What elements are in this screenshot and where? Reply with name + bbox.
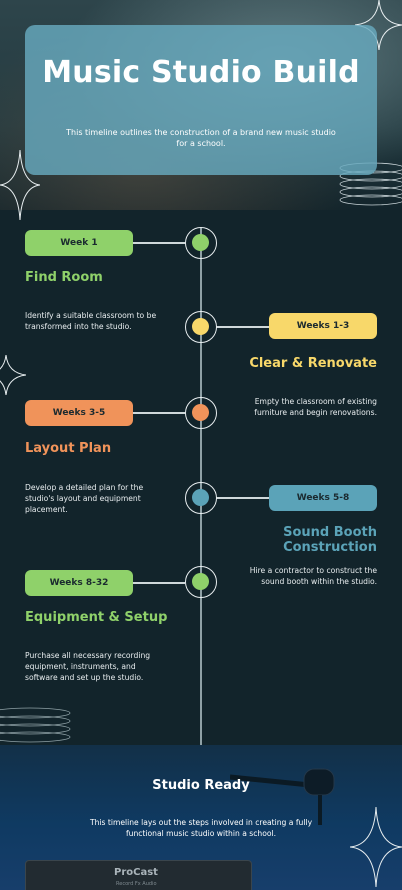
- page-title: Music Studio Build: [42, 55, 360, 90]
- timeline-dot: [185, 482, 217, 514]
- milestone-description: Develop a detailed plan for the studio's…: [25, 483, 144, 514]
- device-subtitle: Record Fx Audio: [116, 881, 157, 887]
- sparkle-icon: [0, 355, 26, 395]
- rings-decoration-icon: [0, 707, 71, 743]
- sparkle-icon: [350, 807, 402, 887]
- milestone-title: Layout Plan: [25, 441, 112, 456]
- period-pill: Weeks 1-3: [269, 313, 377, 339]
- footer-photo: Studio Ready This timeline lays out the …: [0, 745, 402, 890]
- timeline-dot: [185, 311, 217, 343]
- period-pill: Weeks 5-8: [269, 485, 377, 511]
- audio-interface-device: ProCast Record Fx Audio: [25, 860, 252, 890]
- period-pill: Weeks 8-32: [25, 570, 133, 596]
- sparkle-icon: [0, 150, 40, 220]
- milestone-description: Identify a suitable classroom to be tran…: [25, 311, 157, 331]
- period-pill: Weeks 3-5: [25, 400, 133, 426]
- milestone-description: Purchase all necessary recording equipme…: [25, 651, 151, 682]
- timeline-connector: [133, 412, 185, 414]
- footer-description: This timeline lays out the steps involve…: [89, 818, 313, 838]
- sparkle-icon: [355, 0, 402, 50]
- milestone-description: Hire a contractor to construct the sound…: [249, 566, 377, 586]
- timeline-dot: [185, 566, 217, 598]
- timeline-connector: [133, 582, 185, 584]
- timeline-connector: [216, 326, 269, 328]
- period-pill: Week 1: [25, 230, 133, 256]
- page-subtitle: This timeline outlines the construction …: [66, 128, 336, 148]
- milestone-description: Empty the classroom of existing furnitur…: [254, 397, 377, 417]
- milestone-title: Find Room: [25, 270, 103, 285]
- milestone-title: Clear & Renovate: [249, 356, 377, 371]
- timeline-dot: [185, 397, 217, 429]
- milestone-title: Sound Booth Construction: [283, 525, 377, 555]
- header-card: Music Studio Build This timeline outline…: [25, 25, 377, 175]
- footer-title: Studio Ready: [152, 778, 250, 793]
- microphone-icon: [230, 768, 335, 825]
- timeline-connector: [216, 497, 269, 499]
- timeline-dot: [185, 227, 217, 259]
- milestone-title: Equipment & Setup: [25, 610, 168, 625]
- timeline-connector: [133, 242, 185, 244]
- device-brand: ProCast: [114, 867, 158, 878]
